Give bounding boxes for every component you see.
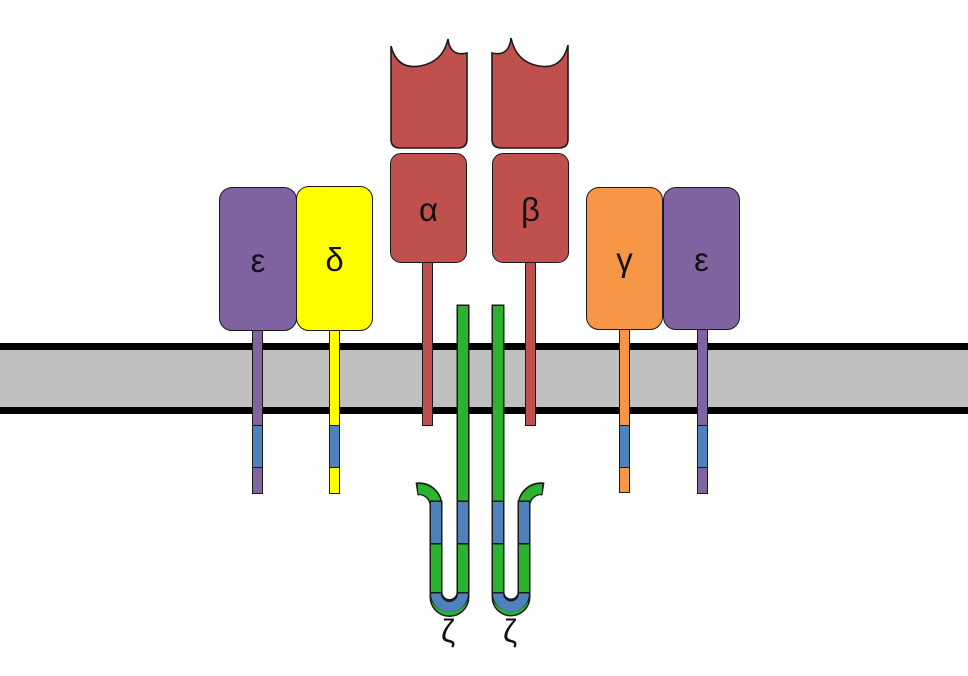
zeta-right-uturn-outline [491,591,531,612]
beta-label: β [521,190,540,228]
epsilon-right-stalk-lower [697,468,708,494]
gamma-stalk [619,329,630,493]
delta-itam [329,425,340,468]
delta-domain: δ [296,186,373,331]
zeta-left-uturn [431,592,468,612]
zeta-right-uturn [493,592,529,612]
epsilon-left-itam [252,425,263,468]
epsilon-left-stalk-upper [252,329,263,425]
cell-membrane [0,343,968,414]
epsilon-left-stalk-lower [252,468,263,494]
beta-c-domain: β [492,153,569,263]
delta-stalk [329,330,340,494]
epsilon-left-domain: ε [219,187,297,331]
epsilon-left-label: ε [250,241,266,279]
alpha-label: α [418,190,439,228]
gamma-itam [619,425,630,468]
alpha-c-domain: α [390,153,467,263]
zeta-right-label: ζ [502,613,518,649]
epsilon-right-stalk-upper [697,329,708,425]
gamma-stalk-lower [619,468,630,493]
epsilon-right-itam [697,425,708,468]
gamma-label: γ [616,241,633,278]
epsilon-left-stalk [252,329,263,494]
gamma-stalk-upper [619,329,630,425]
epsilon-right-domain: ε [663,187,740,330]
zeta-left-label: ζ [440,613,456,649]
alpha-stalk-segment [422,261,433,426]
epsilon-right-label: ε [694,241,709,278]
zeta-left-uturn-outline [429,591,470,612]
alpha-stalk [422,261,433,426]
delta-stalk-lower [329,468,340,494]
alpha-v-domain [390,38,468,149]
epsilon-right-stalk [697,329,708,494]
gamma-domain: γ [586,187,663,330]
beta-v-domain [491,37,569,149]
delta-label: δ [325,241,344,278]
beta-stalk-segment [525,261,536,426]
beta-stalk [525,261,536,426]
delta-stalk-upper [329,330,340,425]
